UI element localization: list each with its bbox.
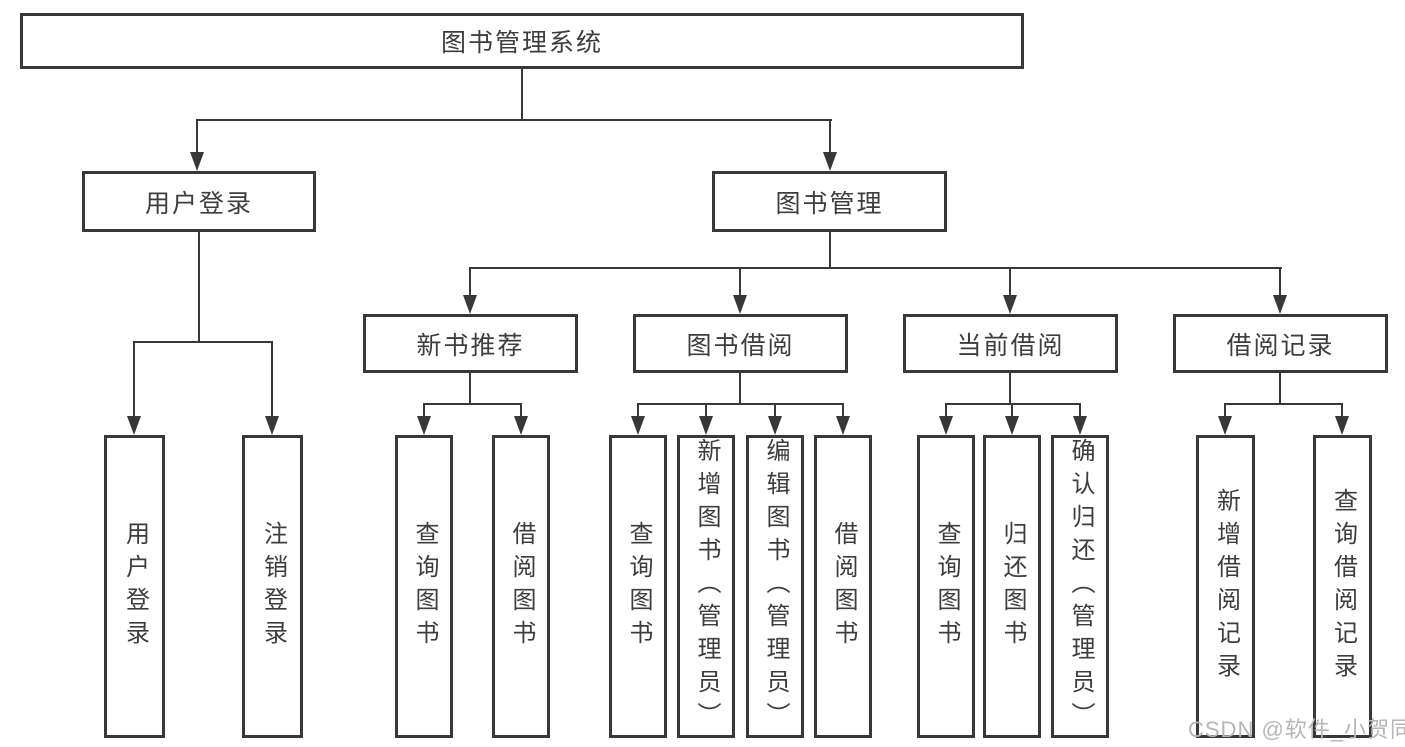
arrow-to-leaf-logout (265, 416, 279, 435)
leaf-borrow-query-book: 查询图书 (609, 435, 667, 738)
leaf-label: 注销登录 (259, 520, 287, 653)
connector-drop-leaf-user-login (133, 341, 135, 417)
connector-records-stem (1279, 373, 1281, 404)
leaf-label: 新增图书（管理员） (693, 438, 720, 735)
connector-drop-recommend-borrow (520, 403, 522, 417)
connector-recommend-stem (469, 373, 471, 404)
arrow-to-records-query (1335, 416, 1349, 435)
leaf-label: 借阅图书 (830, 520, 857, 653)
arrow-to-borrow-edit (768, 416, 782, 435)
connector-drop-current-query (945, 403, 947, 417)
node-book-management: 图书管理 (712, 171, 947, 232)
arrow-to-book-management (823, 152, 837, 171)
node-label: 新书推荐 (416, 331, 525, 360)
connector-drop-records-query (1341, 403, 1343, 417)
connector-drop-recommend-query (423, 403, 425, 417)
arrow-to-records-add (1218, 416, 1232, 435)
arrow-to-borrow-query (631, 416, 645, 435)
connector-drop-user-login (196, 119, 198, 153)
connector-recommend-rail (423, 403, 522, 405)
node-new-book-recommend: 新书推荐 (363, 314, 578, 373)
connector-drop-borrow-borrow (842, 403, 844, 417)
leaf-current-return-book: 归还图书 (983, 435, 1041, 738)
connector-book-management-rail (469, 267, 1282, 269)
arrow-to-user-login (190, 152, 204, 171)
connector-drop-current-confirm (1079, 403, 1081, 417)
node-label: 图书管理 (775, 189, 884, 218)
leaf-label: 编辑图书（管理员） (762, 438, 789, 735)
leaf-label: 新增借阅记录 (1212, 487, 1240, 686)
leaf-recommend-borrow-book: 借阅图书 (492, 435, 550, 738)
node-current-borrow: 当前借阅 (903, 314, 1118, 373)
leaf-label: 查询图书 (933, 520, 960, 653)
arrow-to-leaf-user-login (127, 416, 141, 435)
leaf-label: 查询图书 (411, 520, 438, 653)
arrow-to-current-borrow (1003, 295, 1017, 314)
leaf-borrow-borrow-book: 借阅图书 (814, 435, 872, 738)
arrow-to-current-confirm (1073, 416, 1087, 435)
node-library-management-system: 图书管理系统 (20, 13, 1024, 69)
arrow-to-current-return (1005, 416, 1019, 435)
arrow-to-book-borrow (733, 295, 747, 314)
connector-root-rail (196, 119, 832, 121)
leaf-records-query-record: 查询借阅记录 (1313, 435, 1372, 738)
connector-drop-book-management (829, 119, 831, 153)
connector-drop-leaf-logout (271, 341, 273, 417)
connector-drop-current-borrow (1009, 267, 1011, 296)
leaf-logout-login: 注销登录 (242, 435, 303, 738)
connector-user-login-rail (133, 341, 273, 343)
leaf-label: 查询借阅记录 (1329, 487, 1357, 686)
connector-borrow-rail (637, 403, 844, 405)
arrow-to-current-query (939, 416, 953, 435)
connector-current-rail (945, 403, 1081, 405)
connector-records-rail (1224, 403, 1343, 405)
connector-drop-borrow-query (637, 403, 639, 417)
connector-root-stem (521, 69, 523, 120)
connector-user-login-stem (198, 232, 200, 342)
leaf-records-add-record: 新增借阅记录 (1196, 435, 1255, 738)
connector-drop-current-return (1011, 403, 1013, 417)
node-label: 用户登录 (144, 189, 253, 218)
leaf-borrow-edit-book-admin: 编辑图书（管理员） (746, 435, 804, 738)
connector-drop-borrow-add (705, 403, 707, 417)
connector-drop-book-borrow (739, 267, 741, 296)
connector-drop-new-book-recommend (469, 267, 471, 296)
connector-drop-borrow-edit (774, 403, 776, 417)
arrow-to-recommend-borrow (514, 416, 528, 435)
leaf-label: 用户登录 (121, 520, 149, 653)
arrow-to-recommend-query (417, 416, 431, 435)
connector-drop-records-add (1224, 403, 1226, 417)
connector-borrow-stem (739, 373, 741, 404)
leaf-current-confirm-return-admin: 确认归还（管理员） (1051, 435, 1109, 738)
node-book-borrow: 图书借阅 (633, 314, 848, 373)
leaf-borrow-add-book-admin: 新增图书（管理员） (677, 435, 735, 738)
node-user-login: 用户登录 (82, 171, 316, 232)
arrow-to-borrow-records (1273, 295, 1287, 314)
connector-book-management-stem (829, 232, 831, 268)
leaf-current-query-book: 查询图书 (917, 435, 975, 738)
leaf-label: 确认归还（管理员） (1067, 438, 1094, 735)
connector-drop-borrow-records (1279, 267, 1281, 296)
arrow-to-borrow-add (699, 416, 713, 435)
arrow-to-borrow-borrow (836, 416, 850, 435)
node-label: 图书借阅 (686, 331, 795, 360)
node-label: 图书管理系统 (440, 29, 603, 57)
leaf-recommend-query-book: 查询图书 (395, 435, 453, 738)
node-label: 当前借阅 (956, 331, 1065, 360)
leaf-label: 借阅图书 (508, 520, 535, 653)
csdn-watermark: CSDN @软件_小贺同学 (1188, 717, 1405, 742)
leaf-user-login: 用户登录 (104, 435, 165, 738)
arrow-to-new-book-recommend (463, 295, 477, 314)
connector-current-stem (1009, 373, 1011, 404)
node-borrow-records: 借阅记录 (1173, 314, 1388, 373)
node-label: 借阅记录 (1226, 331, 1335, 360)
leaf-label: 归还图书 (999, 520, 1026, 653)
leaf-label: 查询图书 (625, 520, 652, 653)
